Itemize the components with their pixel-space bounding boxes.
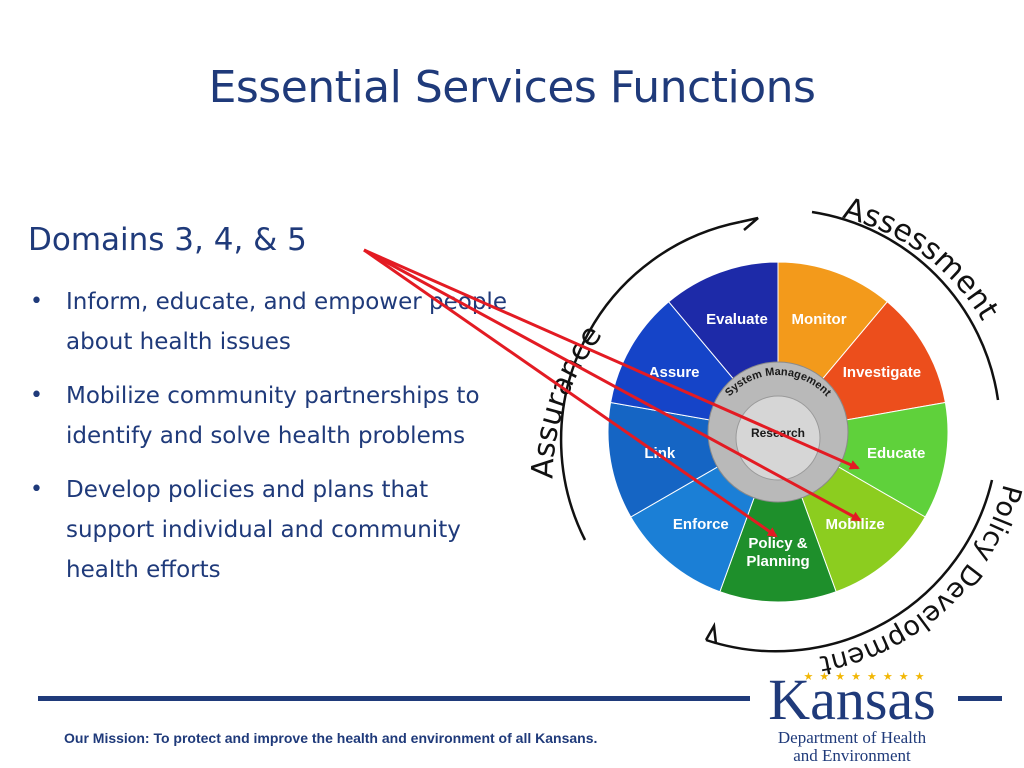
assurance-label-path: Assurance (525, 319, 609, 480)
domains-heading: Domains 3, 4, & 5 (28, 222, 307, 258)
outer-arc-left (559, 220, 741, 541)
mission-statement: Our Mission: To protect and improve the … (64, 730, 598, 746)
bullet-text: Mobilize community partnerships to ident… (66, 383, 480, 449)
segment-label: Assure (649, 364, 700, 381)
logo-wordmark: Kansas (768, 667, 936, 732)
arrow-to-educate (363, 248, 860, 470)
bullet-dot-icon: • (30, 477, 43, 502)
assurance-label: Assurance (525, 319, 609, 480)
bullet-text: Develop policies and plans that support … (66, 477, 461, 583)
stars-icon: ★★★★★★★★ (803, 670, 931, 683)
slide-title: Essential Services Functions (208, 62, 816, 113)
bullet-dot-icon: • (30, 383, 43, 408)
bullet-list: • Inform, educate, and empower people ab… (28, 282, 508, 604)
segment-label: Educate (867, 445, 925, 462)
arrow-tip-icon (704, 622, 718, 645)
bullet-text: Inform, educate, and empower people abou… (66, 289, 507, 355)
segment-label: Enforce (673, 516, 729, 533)
footer-divider-right (958, 696, 1002, 701)
segment-label: Mobilize (826, 516, 885, 533)
kdhe-logo: ★★★★★★★★ Kansas Department of Health and… (752, 667, 952, 766)
segment-label: Policy &Planning (746, 535, 809, 570)
bullet-item: • Inform, educate, and empower people ab… (28, 282, 508, 362)
arrow-to-mobilize (363, 248, 862, 522)
logo-subtitle-1: Department of Health (777, 728, 927, 747)
arrow-to-policy-planning (363, 248, 778, 538)
segment-label: Investigate (843, 364, 921, 381)
wheel-segment (719, 430, 837, 603)
segment-label: Evaluate (706, 311, 768, 328)
footer-divider-left (38, 696, 750, 701)
red-arrows (363, 248, 862, 538)
logo-subtitle-2: and Environment (793, 746, 911, 765)
bullet-item: • Mobilize community partnerships to ide… (28, 376, 508, 456)
bullet-item: • Develop policies and plans that suppor… (28, 470, 508, 590)
wheel-labels: MonitorInvestigateEducateMobilizePolicy … (644, 311, 925, 570)
bullet-dot-icon: • (30, 289, 43, 314)
arrow-tip-icon (739, 216, 759, 231)
segment-label: Monitor (792, 311, 847, 328)
research-center (735, 395, 821, 481)
outer-arc-top (811, 210, 1000, 401)
outer-arc-right (705, 479, 994, 653)
